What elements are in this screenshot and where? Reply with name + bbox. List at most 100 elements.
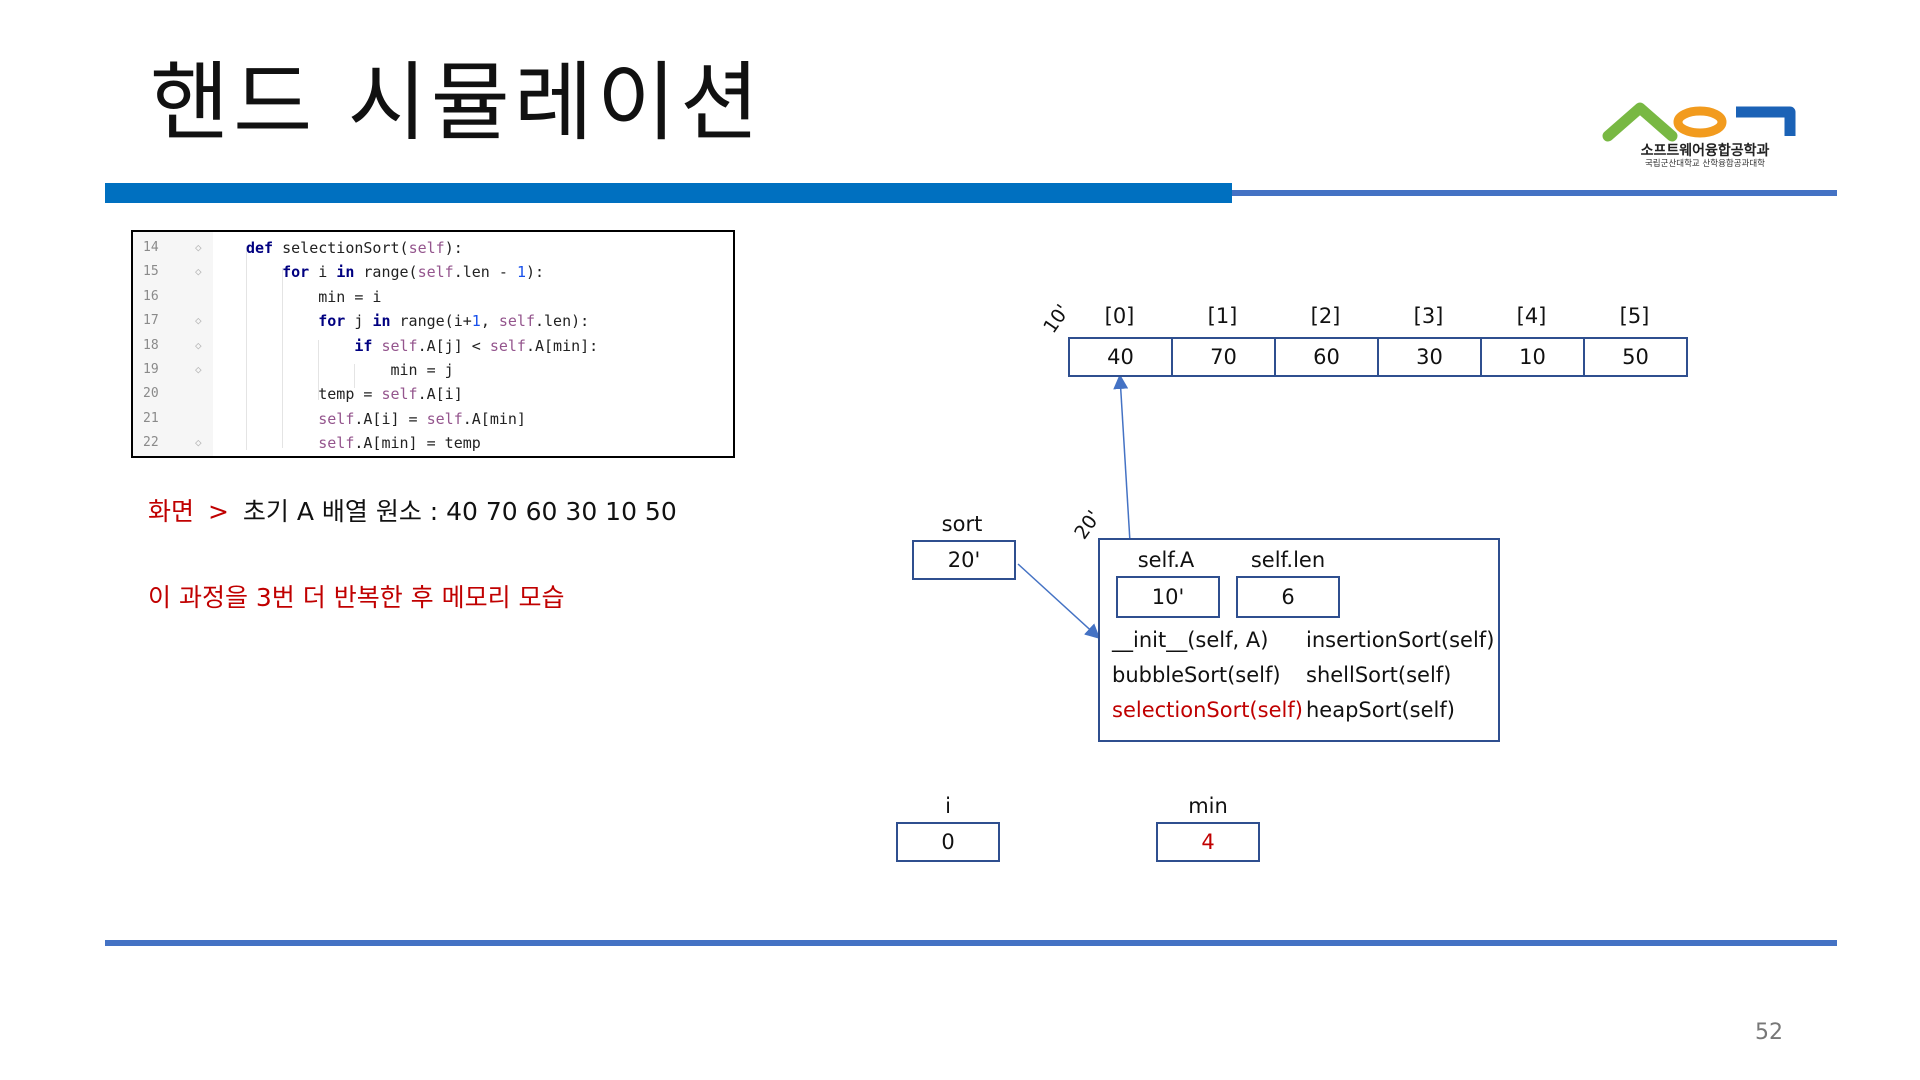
logo-university-name: 국립군산대학교 산학융합공과대학 bbox=[1644, 159, 1765, 169]
code-token: 1 bbox=[471, 312, 481, 331]
code-token: .len): bbox=[535, 312, 590, 331]
fold-marker-icon: ◇ bbox=[195, 436, 202, 450]
array-cell-1: 70 bbox=[1171, 337, 1276, 377]
line-number: 21 bbox=[143, 410, 159, 426]
code-text: temp = self.A[i] bbox=[246, 382, 463, 406]
logo-department-name: 소프트웨어융합공학과 bbox=[1640, 143, 1770, 159]
fold-marker-icon: ◇ bbox=[195, 363, 202, 376]
line-number: 16 bbox=[143, 288, 159, 304]
code-text: for j in range(i+1, self.len): bbox=[246, 309, 589, 333]
code-token: .A[min] bbox=[462, 409, 526, 428]
method-shell-sort: shellSort(self) bbox=[1306, 663, 1452, 687]
code-token: for bbox=[246, 263, 319, 282]
line-number: 22 bbox=[143, 435, 159, 451]
code-token: self bbox=[489, 336, 526, 355]
array-index-4: [4] bbox=[1516, 304, 1547, 328]
code-line: 16 min = i bbox=[133, 285, 733, 309]
array-index-2: [2] bbox=[1310, 304, 1341, 328]
field-value-self-a: 10' bbox=[1116, 576, 1220, 618]
code-line: 20 temp = self.A[i] bbox=[133, 382, 733, 406]
code-token: for bbox=[246, 312, 355, 331]
code-token: min = j bbox=[246, 361, 454, 379]
code-token: 1 bbox=[516, 263, 526, 282]
fold-marker-icon: ◇ bbox=[195, 265, 202, 279]
code-line: 19 ◇ min = j bbox=[133, 358, 733, 382]
method-bubble-sort: bubbleSort(self) bbox=[1112, 663, 1281, 687]
line-number: 18 bbox=[143, 337, 159, 353]
code-token: self bbox=[381, 336, 418, 355]
code-line: 18◇ if self.A[j] < self.A[min]: bbox=[133, 334, 733, 358]
code-token: def bbox=[246, 239, 283, 257]
code-token: self bbox=[498, 312, 535, 331]
code-gutter bbox=[133, 232, 213, 456]
screen-label: 화면 bbox=[148, 497, 195, 526]
sort-pointer-arrow bbox=[1017, 563, 1101, 640]
array-cell-4: 10 bbox=[1480, 337, 1585, 377]
method-selection-sort: selectionSort(self) bbox=[1112, 698, 1303, 722]
footer-divider bbox=[105, 940, 1837, 946]
code-token: range( bbox=[363, 263, 418, 282]
array-index-5: [5] bbox=[1619, 304, 1650, 328]
sw-dept-logo-icon bbox=[1600, 100, 1806, 168]
fold-marker-icon: ◇ bbox=[195, 241, 202, 254]
var-min-value: 4 bbox=[1156, 822, 1260, 862]
code-text: if self.A[j] < self.A[min]: bbox=[246, 334, 598, 358]
code-text: for i in range(self.len - 1): bbox=[246, 260, 544, 284]
code-token: j bbox=[354, 312, 373, 331]
method-heap-sort: heapSort(self) bbox=[1306, 698, 1455, 722]
code-line: 22 ◇ self.A[min] = temp bbox=[133, 431, 733, 455]
code-token: .A[min]: bbox=[525, 336, 599, 355]
method-init: __init__(self, A) bbox=[1112, 628, 1269, 652]
code-token: selectionSort( bbox=[282, 239, 409, 257]
code-token: self bbox=[246, 409, 355, 428]
page-number: 52 bbox=[1755, 1020, 1783, 1045]
code-text: def selectionSort(self): bbox=[246, 236, 463, 260]
field-name-self-len: self.len bbox=[1250, 548, 1326, 572]
code-token: .A[min] = temp bbox=[354, 434, 481, 453]
array-index-0: [0] bbox=[1104, 304, 1135, 328]
code-token: in bbox=[336, 263, 364, 282]
line-number: 15 bbox=[143, 264, 159, 280]
code-token: self bbox=[426, 409, 463, 428]
line-number: 20 bbox=[143, 386, 159, 402]
var-min-label: min bbox=[1188, 794, 1228, 818]
code-text: min = i bbox=[246, 285, 381, 309]
code-line: 17◇ for j in range(i+1, self.len): bbox=[133, 309, 733, 333]
method-insertion-sort: insertionSort(self) bbox=[1306, 628, 1495, 652]
field-name-self-a: self.A bbox=[1137, 548, 1195, 572]
screen-output-line: 화면 > 초기 A 배열 원소 : 40 70 60 30 10 50 bbox=[148, 496, 677, 528]
var-i-value: 0 bbox=[896, 822, 1000, 862]
array-cell-0: 40 bbox=[1068, 337, 1173, 377]
code-token: self bbox=[246, 434, 355, 453]
code-token: if bbox=[246, 336, 382, 355]
object-box bbox=[1098, 538, 1500, 742]
code-text: self.A[min] = temp bbox=[246, 431, 481, 455]
code-text: min = j bbox=[246, 358, 454, 382]
code-token: ): bbox=[444, 239, 463, 257]
code-line: 21 self.A[i] = self.A[min] bbox=[133, 407, 733, 431]
array-index-1: [1] bbox=[1207, 304, 1238, 328]
code-token: range(i+ bbox=[399, 312, 472, 331]
field-value-self-len: 6 bbox=[1236, 576, 1340, 618]
title-underline-thick bbox=[105, 183, 1232, 203]
instruction-text: 이 과정을 3번 더 반복한 후 메모리 모습 bbox=[148, 583, 565, 612]
code-token: , bbox=[480, 312, 499, 331]
sort-var-label: sort bbox=[941, 512, 983, 536]
code-token: self bbox=[417, 263, 454, 282]
title-underline-thin bbox=[1232, 190, 1837, 196]
screen-output-text: 초기 A 배열 원소 : 40 70 60 30 10 50 bbox=[242, 497, 677, 526]
array-cell-5: 50 bbox=[1583, 337, 1688, 377]
code-token: i bbox=[318, 263, 337, 282]
sort-var-value: 20' bbox=[912, 540, 1016, 580]
code-token: min = i bbox=[246, 287, 382, 306]
code-text: self.A[i] = self.A[min] bbox=[246, 407, 526, 431]
array-cell-3: 30 bbox=[1377, 337, 1482, 377]
screen-arrow: > bbox=[207, 497, 229, 526]
line-number: 14 bbox=[143, 240, 159, 255]
line-number: 19 bbox=[143, 362, 159, 377]
array-index-3: [3] bbox=[1413, 304, 1444, 328]
code-token: self bbox=[381, 385, 418, 404]
code-token: self bbox=[408, 239, 445, 257]
code-token: .len - bbox=[453, 263, 517, 282]
code-line: 14 ◇ def selectionSort(self): bbox=[133, 236, 733, 260]
